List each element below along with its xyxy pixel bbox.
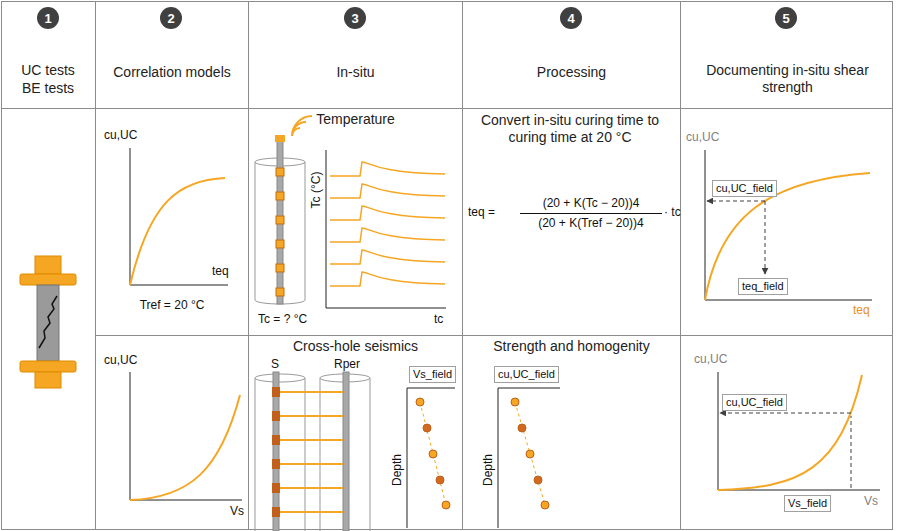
step-number-circle: 2 bbox=[160, 7, 182, 29]
column-title: Processing bbox=[463, 64, 680, 81]
field-value-box: Vs_field bbox=[409, 366, 456, 383]
step-number-circle: 4 bbox=[560, 7, 582, 29]
column-title: Correlation models bbox=[96, 64, 248, 81]
axis-label: Vs bbox=[230, 504, 244, 518]
axis-label: cu,UC bbox=[104, 128, 137, 142]
uc-specimen bbox=[20, 256, 76, 388]
borehole-label: S bbox=[271, 357, 279, 371]
field-strength-time-chart bbox=[705, 150, 872, 300]
column-title: UC tests bbox=[1, 62, 95, 79]
axis-label: Depth bbox=[390, 454, 404, 486]
axis-label: cu,UC bbox=[694, 352, 727, 366]
axis-label: Tc (°C) bbox=[309, 172, 323, 209]
borehole-label: Rper bbox=[334, 357, 360, 371]
step-number: 3 bbox=[351, 11, 358, 26]
axis-label: Vs bbox=[864, 494, 878, 508]
panel-title: Cross-hole seismics bbox=[249, 338, 462, 355]
panel-title: Temperature bbox=[249, 111, 462, 128]
step-number: 5 bbox=[782, 11, 789, 26]
fraction-bar bbox=[520, 213, 662, 214]
crosshole-setup bbox=[255, 372, 455, 531]
field-value-box: cu,UC_field bbox=[494, 366, 559, 383]
strength-vs-chart bbox=[130, 372, 242, 500]
strength-time-chart bbox=[130, 148, 228, 285]
step-number-circle: 3 bbox=[344, 7, 366, 29]
step-number: 2 bbox=[167, 11, 174, 26]
step-number: 1 bbox=[44, 11, 51, 26]
axis-label: teq bbox=[853, 303, 870, 317]
axis-label: tc bbox=[434, 312, 443, 326]
column-title: BE tests bbox=[1, 80, 95, 97]
field-value-box: teq_field bbox=[738, 278, 788, 295]
step-number: 4 bbox=[567, 11, 574, 26]
reference-note: Tref = 20 °C bbox=[96, 298, 248, 312]
field-value-box: cu,UC_field bbox=[722, 394, 787, 411]
panel-note: Tc = ? °C bbox=[258, 312, 307, 326]
formula-part: (20 + K(Tref − 20))4 bbox=[520, 216, 662, 230]
column-title: Documenting in-situ shear strength bbox=[690, 62, 885, 96]
step-number-circle: 1 bbox=[37, 7, 59, 29]
axis-label: cu,UC bbox=[104, 353, 137, 367]
formula-part: teq = bbox=[468, 205, 495, 219]
axis-label: Depth bbox=[481, 454, 495, 486]
formula-part: (20 + K(Tc − 20))4 bbox=[520, 196, 662, 210]
temperature-borehole bbox=[255, 116, 446, 308]
formula-part: · tc bbox=[664, 205, 681, 219]
axis-label: cu,UC bbox=[686, 130, 719, 144]
field-value-box: cu,UC_field bbox=[712, 180, 777, 197]
field-value-box: Vs_field bbox=[784, 495, 831, 512]
axis-label: teq bbox=[212, 264, 229, 278]
field-strength-vs-chart bbox=[718, 372, 880, 490]
panel-title: Strength and homogenity bbox=[463, 338, 680, 355]
panel-title: Convert in-situ curing time to curing ti… bbox=[470, 112, 670, 146]
column-title: In-situ bbox=[249, 64, 462, 81]
step-number-circle: 5 bbox=[775, 7, 797, 29]
strength-profile bbox=[498, 388, 560, 528]
